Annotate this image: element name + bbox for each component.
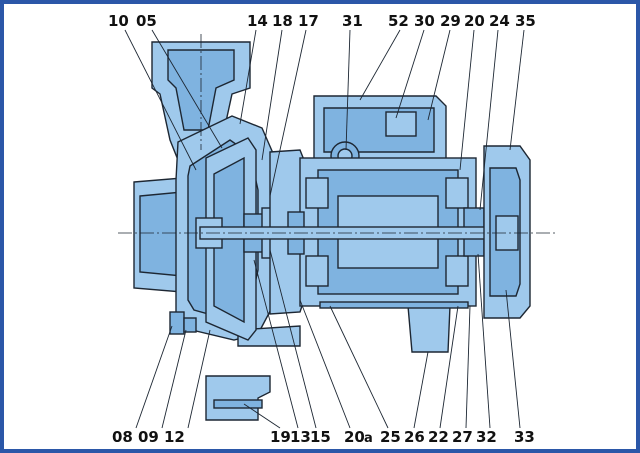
label-05: 05 <box>136 12 157 30</box>
label-20: 20 <box>464 12 485 30</box>
winding-head-rear-lower <box>445 255 469 287</box>
bolt-08 <box>169 311 185 335</box>
labels-bottom: 08 09 12 19 13 15 20 a 25 26 22 27 32 33 <box>112 428 535 446</box>
label-13: 13 <box>290 428 311 446</box>
label-12: 12 <box>164 428 185 446</box>
label-20-suffix-a: a <box>364 431 373 446</box>
label-35: 35 <box>515 12 536 30</box>
fan-cover <box>483 145 531 319</box>
label-15: 15 <box>310 428 331 446</box>
label-31: 31 <box>342 12 363 30</box>
detail-casting <box>205 375 271 421</box>
label-20: 20 <box>344 428 365 446</box>
detail-screw <box>213 399 263 409</box>
label-09: 09 <box>138 428 159 446</box>
label-22: 22 <box>428 428 449 446</box>
detail-inset <box>205 375 271 421</box>
label-27: 27 <box>452 428 473 446</box>
impeller-vane <box>213 156 245 324</box>
motor <box>287 95 485 353</box>
motor-foot <box>407 305 451 353</box>
tie-rod <box>319 301 469 309</box>
label-18: 18 <box>272 12 293 30</box>
label-14: 14 <box>247 12 268 30</box>
label-25: 25 <box>380 428 401 446</box>
bolt-09 <box>183 317 197 333</box>
label-29: 29 <box>440 12 461 30</box>
capacitor <box>385 111 417 137</box>
label-10: 10 <box>108 12 129 30</box>
leader-lines <box>124 29 525 429</box>
label-24: 24 <box>489 12 510 30</box>
label-30: 30 <box>414 12 435 30</box>
winding-head-front <box>305 177 329 209</box>
label-08: 08 <box>112 428 133 446</box>
label-33: 33 <box>514 428 535 446</box>
label-32: 32 <box>476 428 497 446</box>
label-19: 19 <box>270 428 291 446</box>
winding-head-rear <box>445 177 469 209</box>
winding-head-front-lower <box>305 255 329 287</box>
label-26: 26 <box>404 428 425 446</box>
label-52: 52 <box>388 12 409 30</box>
label-17: 17 <box>298 12 319 30</box>
labels-top: 10 05 14 18 17 31 52 30 29 20 24 35 <box>108 12 536 30</box>
